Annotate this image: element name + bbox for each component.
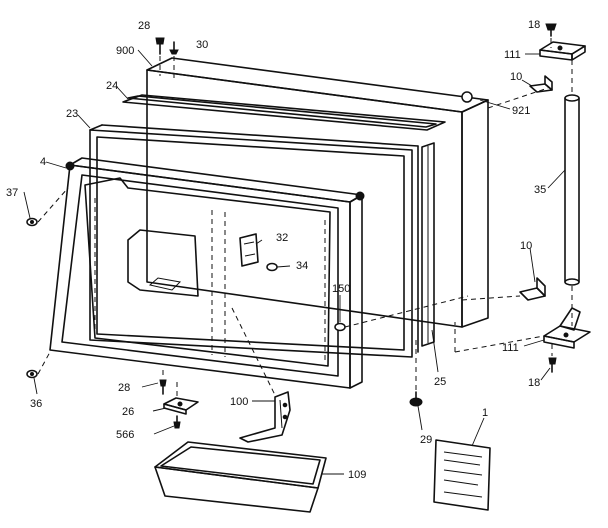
tray-bracket xyxy=(239,391,291,443)
label-part-28-bottom: 28 xyxy=(118,382,130,394)
label-part-921: 921 xyxy=(512,105,530,117)
label-part-28-top: 28 xyxy=(138,20,150,32)
label-part-111-top: 111 xyxy=(504,49,521,61)
label-part-566: 566 xyxy=(116,429,134,441)
drip-tray xyxy=(154,441,327,513)
label-part-35: 35 xyxy=(534,184,546,196)
leader-lines xyxy=(23,49,566,475)
label-part-150: 150 xyxy=(332,283,350,295)
hinge-rod xyxy=(564,94,580,286)
label-part-18-bottom: 18 xyxy=(528,377,540,389)
label-part-34: 34 xyxy=(296,260,308,272)
label-part-900: 900 xyxy=(116,45,134,57)
label-part-37: 37 xyxy=(6,187,18,199)
label-part-24: 24 xyxy=(106,80,118,92)
part-labels: 28 900 30 24 23 4 37 36 32 34 150 25 29 … xyxy=(6,19,546,481)
inner-door-liner xyxy=(49,157,365,389)
label-part-1: 1 xyxy=(482,407,488,419)
instruction-card xyxy=(433,439,491,511)
top-hinge xyxy=(539,41,586,61)
label-part-18-top: 18 xyxy=(528,19,540,31)
assembly-guides xyxy=(37,38,573,400)
label-part-10-mid: 10 xyxy=(520,240,532,252)
top-stop-bracket xyxy=(529,75,553,93)
label-part-26: 26 xyxy=(122,406,134,418)
label-part-100: 100 xyxy=(230,396,248,408)
door-gasket xyxy=(122,94,446,131)
label-part-10-top: 10 xyxy=(510,71,522,83)
inner-frame xyxy=(89,124,419,358)
label-part-30: 30 xyxy=(196,39,208,51)
label-part-4: 4 xyxy=(40,156,46,168)
label-part-32: 32 xyxy=(276,232,288,244)
label-part-25: 25 xyxy=(434,376,446,388)
label-part-111-bottom: 111 xyxy=(502,342,519,354)
seal-strip xyxy=(421,142,435,347)
label-part-109: 109 xyxy=(348,469,366,481)
bottom-hinge xyxy=(543,307,591,349)
label-part-29: 29 xyxy=(420,434,432,446)
hinge-plate-26 xyxy=(163,397,199,415)
outer-door-panel xyxy=(146,57,489,328)
door-handle xyxy=(239,233,259,267)
mid-bracket xyxy=(519,277,546,301)
top-hole xyxy=(461,91,473,103)
label-part-36: 36 xyxy=(30,398,42,410)
label-part-23: 23 xyxy=(66,108,78,120)
